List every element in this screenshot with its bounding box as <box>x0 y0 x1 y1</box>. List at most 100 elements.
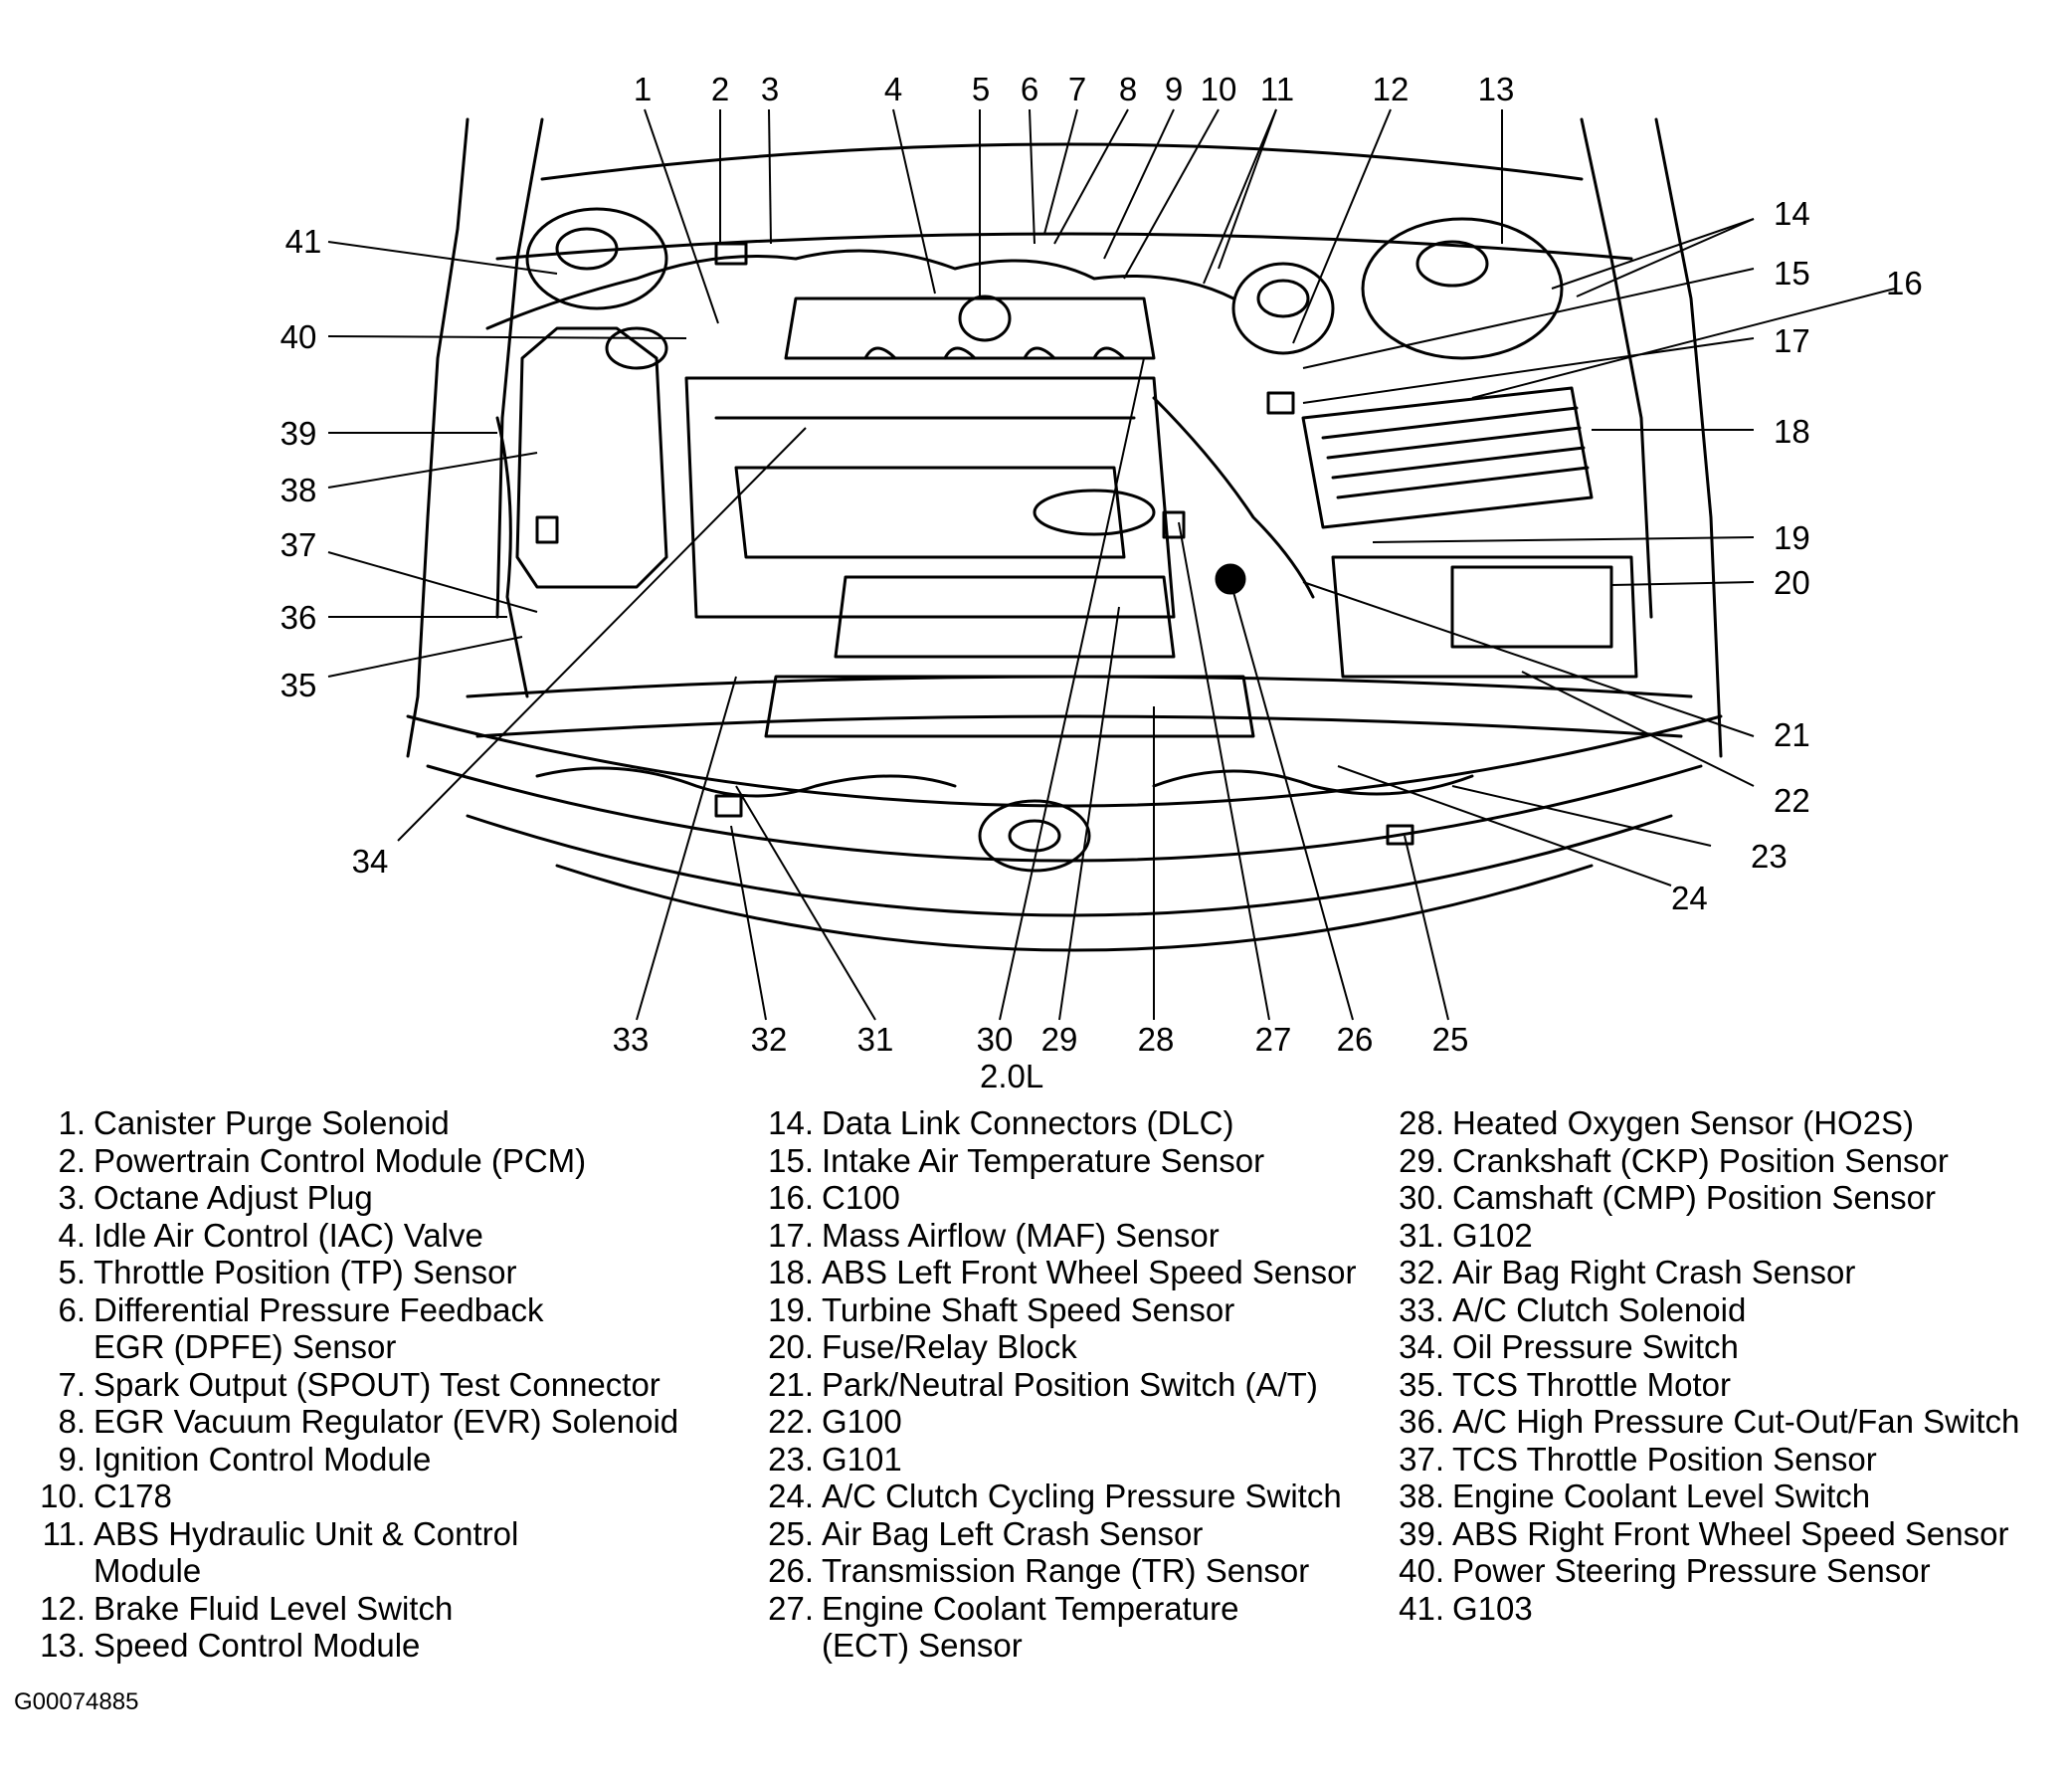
legend-item-label: Throttle Position (TP) Sensor <box>94 1254 517 1290</box>
legend-item-number: 6. <box>58 1290 86 1328</box>
legend-item-label: Air Bag Left Crash Sensor <box>822 1514 1204 1552</box>
legend-item-number: 2. <box>58 1141 86 1179</box>
legend-item-label: Engine Coolant Level Switch <box>1452 1478 1871 1514</box>
legend-item: 11.ABS Hydraulic Unit & Control <box>0 1515 678 1553</box>
legend-item-number: 1. <box>58 1104 86 1141</box>
legend-item-label: Speed Control Module <box>94 1627 421 1664</box>
legend-item: 1.Canister Purge Solenoid <box>0 1104 678 1142</box>
legend-item: 29.Crankshaft (CKP) Position Sensor <box>1359 1142 2019 1180</box>
callout-34: 34 <box>352 843 389 880</box>
legend-item: 37.TCS Throttle Position Sensor <box>1359 1441 2019 1479</box>
legend-column-2: 14.Data Link Connectors (DLC)15.Intake A… <box>728 1104 1356 1665</box>
callout-11: 11 <box>1260 71 1294 107</box>
callout-33: 33 <box>613 1021 650 1058</box>
legend-item-number: 41. <box>1399 1589 1444 1627</box>
callout-26: 26 <box>1337 1021 1374 1058</box>
figure-id: G00074885 <box>14 1688 139 1715</box>
legend-item-label: G100 <box>822 1403 902 1440</box>
legend-item-number: 14. <box>768 1104 814 1141</box>
legend-item-number: 16. <box>768 1179 814 1216</box>
legend-item-label: Octane Adjust Plug <box>94 1179 373 1216</box>
callout-36: 36 <box>281 599 317 636</box>
legend-item-label: TCS Throttle Position Sensor <box>1452 1440 1877 1478</box>
legend-item-label: TCS Throttle Motor <box>1452 1365 1731 1403</box>
legend-item-label: Transmission Range (TR) Sensor <box>822 1552 1310 1589</box>
callout-19: 19 <box>1774 519 1810 556</box>
legend-item: 31.G102 <box>1359 1217 2019 1255</box>
legend-item: 27.Engine Coolant Temperature <box>728 1590 1356 1628</box>
legend-item: 35.TCS Throttle Motor <box>1359 1366 2019 1404</box>
legend-item-number: 28. <box>1399 1104 1444 1141</box>
callout-35: 35 <box>281 667 317 703</box>
legend-item-label: Park/Neutral Position Switch (A/T) <box>822 1365 1318 1403</box>
legend-item-label: Mass Airflow (MAF) Sensor <box>822 1216 1220 1254</box>
legend-item-label: A/C Clutch Solenoid <box>1452 1290 1747 1328</box>
legend-item-label: ABS Left Front Wheel Speed Sensor <box>822 1254 1357 1290</box>
callout-9: 9 <box>1165 71 1183 107</box>
legend-item-number: 22. <box>768 1403 814 1440</box>
legend-item-number: 17. <box>768 1216 814 1254</box>
legend-item-label: Heated Oxygen Sensor (HO2S) <box>1452 1104 1915 1141</box>
engine-compartment-diagram: 1 2 3 4 5 6 7 8 9 10 11 12 13 14 15 16 1… <box>281 71 1923 1058</box>
legend-item-number: 32. <box>1399 1254 1444 1290</box>
legend-item-label: Camshaft (CMP) Position Sensor <box>1452 1179 1936 1216</box>
legend-item-number: 34. <box>1399 1328 1444 1365</box>
callout-17: 17 <box>1774 322 1810 359</box>
legend-item-number: 27. <box>768 1589 814 1627</box>
legend-item-label: C100 <box>822 1179 900 1216</box>
legend-item-number: 15. <box>768 1141 814 1179</box>
legend-item-number: 30. <box>1399 1179 1444 1216</box>
legend-item-number: 23. <box>768 1440 814 1478</box>
legend-item-number: 12. <box>40 1589 86 1627</box>
legend-item: 36.A/C High Pressure Cut-Out/Fan Switch <box>1359 1403 2019 1441</box>
callout-1: 1 <box>634 71 652 107</box>
legend-item-label-continued: Module <box>94 1552 202 1589</box>
legend-item-number: 39. <box>1399 1514 1444 1552</box>
legend-item-number: 3. <box>58 1179 86 1216</box>
callout-24: 24 <box>1671 880 1708 916</box>
legend-item: 6.Differential Pressure Feedback <box>0 1291 678 1329</box>
legend-item: 33.A/C Clutch Solenoid <box>1359 1291 2019 1329</box>
legend-item-number: 37. <box>1399 1440 1444 1478</box>
legend-item: 38.Engine Coolant Level Switch <box>1359 1478 2019 1515</box>
legend-item-label: ABS Right Front Wheel Speed Sensor <box>1452 1514 2009 1552</box>
legend-item: 9.Ignition Control Module <box>0 1441 678 1479</box>
callout-18: 18 <box>1774 413 1810 450</box>
legend-item-label: Power Steering Pressure Sensor <box>1452 1552 1931 1589</box>
legend-item-label: Brake Fluid Level Switch <box>94 1589 454 1627</box>
legend-item-number: 40. <box>1399 1552 1444 1589</box>
legend-item-number: 38. <box>1399 1478 1444 1514</box>
legend-item: 5.Throttle Position (TP) Sensor <box>0 1254 678 1291</box>
callout-30: 30 <box>977 1021 1014 1058</box>
callout-29: 29 <box>1041 1021 1078 1058</box>
legend-item-label: Oil Pressure Switch <box>1452 1328 1739 1365</box>
legend-item-number: 31. <box>1399 1216 1444 1254</box>
legend-item: 2.Powertrain Control Module (PCM) <box>0 1142 678 1180</box>
callout-10: 10 <box>1201 71 1237 107</box>
callout-13: 13 <box>1478 71 1515 107</box>
engine-illustration <box>406 117 1723 952</box>
legend-item-label: Canister Purge Solenoid <box>94 1104 450 1141</box>
legend-item-label: Turbine Shaft Speed Sensor <box>822 1290 1235 1328</box>
callout-16: 16 <box>1886 265 1923 301</box>
callout-12: 12 <box>1373 71 1410 107</box>
legend-item-number: 4. <box>58 1216 86 1254</box>
legend-item-number: 36. <box>1399 1403 1444 1440</box>
legend-item-number: 20. <box>768 1328 814 1365</box>
legend-item-label: G101 <box>822 1440 902 1478</box>
legend-item: 3.Octane Adjust Plug <box>0 1179 678 1217</box>
legend-item-label: G102 <box>1452 1216 1533 1254</box>
legend-item: 12.Brake Fluid Level Switch <box>0 1590 678 1628</box>
legend-item: 24.A/C Clutch Cycling Pressure Switch <box>728 1478 1356 1515</box>
legend-item: 26.Transmission Range (TR) Sensor <box>728 1552 1356 1590</box>
legend-item-number: 5. <box>58 1254 86 1290</box>
legend-item: 41.G103 <box>1359 1590 2019 1628</box>
legend-item: 39.ABS Right Front Wheel Speed Sensor <box>1359 1515 2019 1553</box>
legend-item: 13.Speed Control Module <box>0 1627 678 1665</box>
callout-38: 38 <box>281 472 317 508</box>
legend-item-number: 8. <box>58 1403 86 1440</box>
legend-column-3: 28.Heated Oxygen Sensor (HO2S)29.Cranksh… <box>1359 1104 2019 1627</box>
legend-item-number: 33. <box>1399 1290 1444 1328</box>
legend-item: 23.G101 <box>728 1441 1356 1479</box>
